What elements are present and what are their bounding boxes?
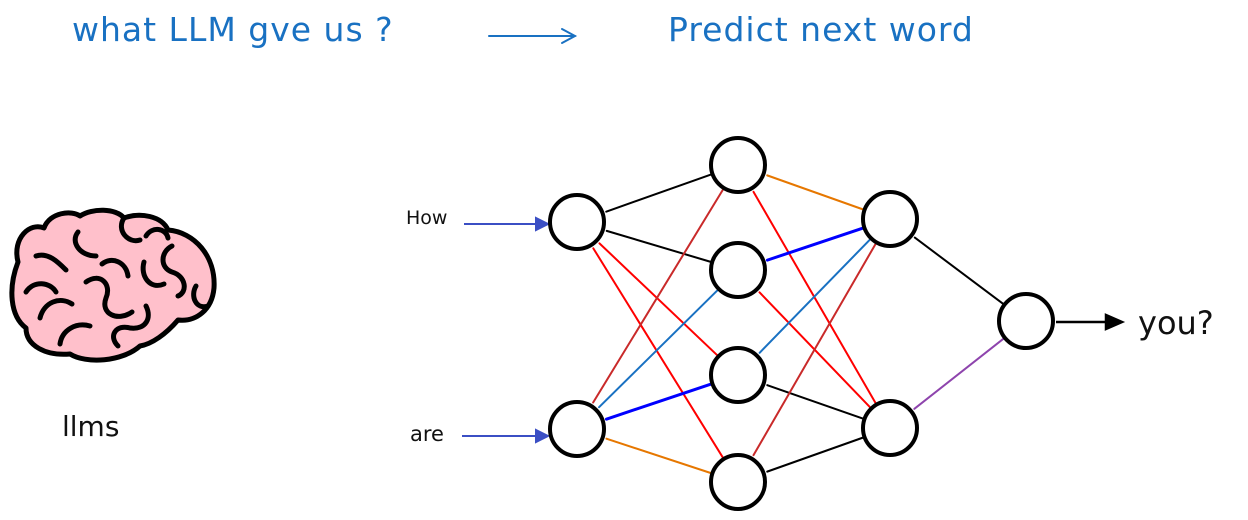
edge-i0-h1 [605,229,713,264]
neuron-g0 [861,190,919,248]
brain-icon [9,207,217,363]
neuron-h3 [709,453,767,511]
input-arrow-how [464,216,551,232]
edge-i0-h2 [598,242,719,357]
edges-group [592,173,1005,475]
answer-text: Predict next word [668,10,974,49]
edge-h0-g0 [766,174,865,211]
edge-i1-h0 [592,187,725,404]
nodes-group [548,136,1055,511]
edge-h1-g0 [765,226,865,262]
question-text: what LLM gve us ? [72,10,394,49]
output-arrow [1056,313,1126,331]
neuron-h0 [709,136,767,194]
edge-h0-g1 [752,190,877,405]
brain-label: llms [62,410,120,443]
neuron-h1 [709,241,767,299]
edge-i0-h0 [605,173,713,213]
edge-i1-h3 [605,437,713,475]
neuron-i0 [548,193,606,251]
neuron-i1 [548,400,606,458]
edge-i1-h1 [598,288,720,409]
edge-h3-g0 [752,242,877,457]
input-arrow-are [462,428,551,444]
neuron-h2 [709,346,767,404]
edge-h2-g1 [766,384,865,420]
edge-h3-g1 [766,436,865,473]
edge-i1-h2 [604,382,713,421]
edge-g1-o0 [913,337,1005,410]
input-label-are: are [410,422,444,446]
edge-g0-o0 [913,236,1005,306]
long-right-arrow-icon [488,28,578,44]
neuron-o0 [997,292,1055,350]
edge-h2-g0 [758,238,872,354]
input-label-how: How [406,207,448,229]
edge-i0-h3 [592,247,725,460]
neuron-g1 [861,399,919,457]
output-label: you? [1138,304,1214,342]
